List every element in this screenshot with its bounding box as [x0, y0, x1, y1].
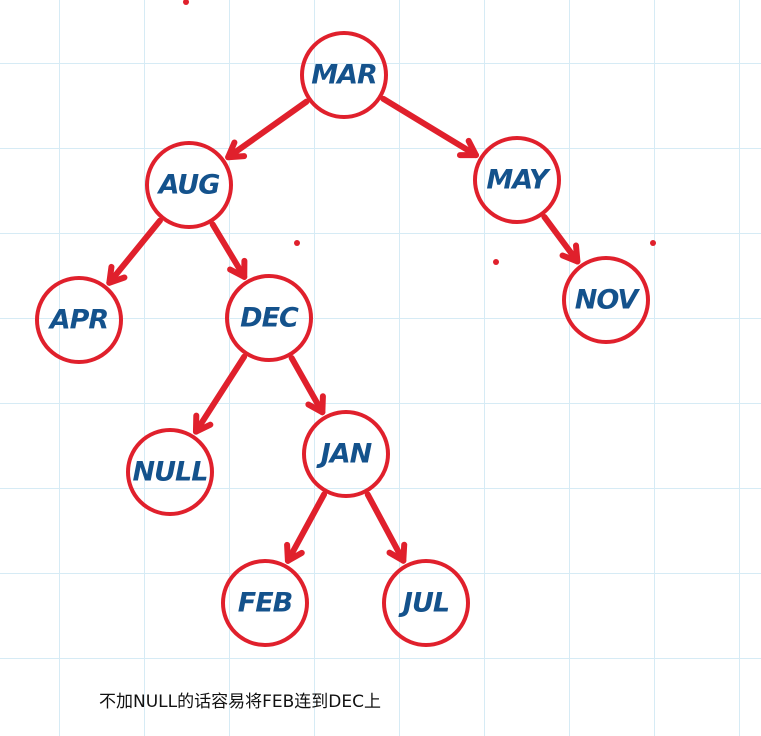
node-circle	[302, 410, 390, 498]
arrowhead	[456, 137, 479, 159]
arrowhead	[386, 541, 408, 564]
edge-mar-aug	[225, 98, 310, 161]
ink-dot	[650, 240, 656, 246]
node-label: FEB	[238, 588, 292, 619]
arrowhead	[305, 393, 326, 416]
node-label: AUG	[157, 170, 220, 201]
node-circle	[300, 31, 388, 119]
arrowhead	[225, 139, 248, 161]
node-label: NOV	[575, 285, 641, 316]
tree-node-may: MAY	[473, 136, 561, 224]
node-label: JAN	[316, 439, 373, 470]
tree-node-aug: AUG	[145, 141, 233, 229]
edge-jan-feb	[284, 491, 328, 564]
edge-line	[192, 353, 248, 435]
edge-may-nov	[541, 213, 581, 265]
tree-edges	[106, 95, 581, 564]
ink-dot	[294, 240, 300, 246]
node-label: JUL	[398, 588, 449, 619]
node-circle	[562, 256, 650, 344]
arrowhead	[284, 541, 305, 564]
edge-line	[541, 213, 581, 265]
node-label: APR	[48, 305, 108, 336]
arrowhead	[106, 263, 128, 286]
tree-node-feb: FEB	[221, 559, 309, 647]
edge-line	[364, 491, 407, 564]
edge-mar-may	[380, 95, 479, 159]
node-label: MAR	[311, 60, 377, 91]
node-circle	[382, 559, 470, 647]
edge-dec-null	[192, 353, 248, 435]
tree-node-mar: MAR	[300, 31, 388, 119]
edge-line	[288, 355, 326, 416]
edge-line	[284, 491, 328, 564]
tree-node-dec: DEC	[225, 274, 313, 362]
node-circle	[145, 141, 233, 229]
tree-nodes: MAR AUG MAY APR DEC NOV NULL JAN FEB JUL	[35, 31, 650, 647]
edge-line	[225, 98, 310, 161]
edge-line	[380, 95, 479, 159]
stray-ink-dots	[183, 0, 656, 265]
caption-note: 不加NULL的话容易将FEB连到DEC上	[99, 692, 381, 712]
edge-aug-apr	[106, 217, 163, 286]
node-label: NULL	[133, 457, 208, 488]
ink-dot	[493, 259, 499, 265]
tree-node-jan: JAN	[302, 410, 390, 498]
node-circle	[35, 276, 123, 364]
arrowhead	[192, 412, 214, 435]
node-label: MAY	[486, 165, 551, 196]
edge-jan-jul	[364, 491, 408, 564]
tree-node-apr: APR	[35, 276, 123, 364]
arrowhead	[227, 257, 248, 280]
node-circle	[473, 136, 561, 224]
edge-aug-dec	[209, 221, 248, 280]
tree-node-jul: JUL	[382, 559, 470, 647]
node-circle	[225, 274, 313, 362]
arrowhead	[559, 242, 581, 265]
edge-dec-jan	[288, 355, 326, 416]
tree-node-nov: NOV	[562, 256, 650, 344]
node-circle	[126, 428, 214, 516]
ink-dot	[183, 0, 189, 5]
edge-line	[106, 217, 163, 286]
node-label: DEC	[240, 303, 299, 334]
edge-line	[209, 221, 248, 280]
node-circle	[221, 559, 309, 647]
tree-node-null: NULL	[126, 428, 214, 516]
